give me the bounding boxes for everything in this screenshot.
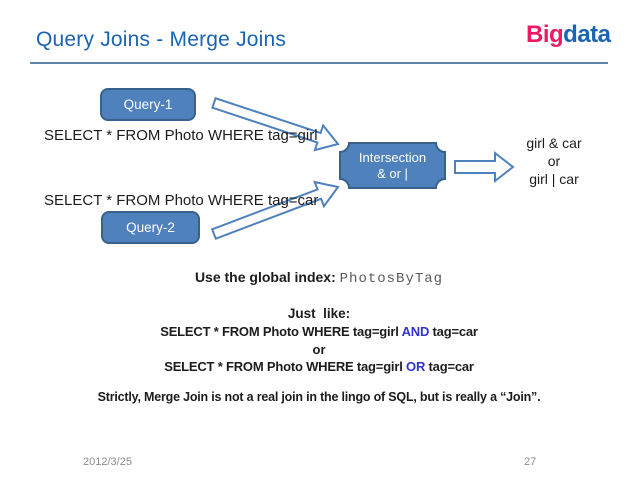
- global-index-label: Use the global index:: [194, 269, 340, 285]
- sql-or-line: SELECT * FROM Photo WHERE tag=girl OR ta…: [0, 359, 638, 374]
- just-like-line: Just like:: [287, 306, 351, 321]
- global-index-code: PhotosByTag: [339, 271, 444, 287]
- select-girl-text: SELECT * FROM Photo WHERE tag=girl: [44, 127, 318, 144]
- query1-label: Query-1: [123, 97, 173, 112]
- sql-or-suffix: tag=car: [425, 359, 474, 374]
- sql-and-line: SELECT * FROM Photo WHERE tag=girl AND t…: [0, 324, 638, 339]
- sql-and-prefix: SELECT * FROM Photo WHERE tag=girl: [160, 324, 402, 339]
- page-title: Query Joins - Merge Joins: [36, 28, 287, 51]
- query2-label: Query-2: [126, 220, 175, 235]
- result-text: girl & car or girl | car: [505, 134, 603, 188]
- note-line: Strictly, Merge Join is not a real join …: [97, 390, 541, 404]
- sql-or-prefix: SELECT * FROM Photo WHERE tag=girl: [164, 359, 407, 374]
- sql-and-keyword: AND: [401, 324, 430, 339]
- result-line3: girl | car: [529, 171, 579, 187]
- brand-logo-part1: Big: [526, 21, 564, 48]
- arrow-query2-to-intersection-icon: [210, 180, 340, 240]
- result-line2: or: [547, 153, 561, 169]
- intersection-label-line1: Intersection: [358, 149, 427, 165]
- footer-page-number: 27: [524, 456, 537, 468]
- select-car-text: SELECT * FROM Photo WHERE tag=car: [44, 192, 319, 209]
- or-separator: or: [312, 342, 326, 357]
- result-line1: girl & car: [526, 135, 582, 151]
- intersection-plaque-shape: [339, 142, 446, 189]
- intersection-box: Intersection & or |: [338, 141, 447, 190]
- query1-box: Query-1: [100, 88, 196, 121]
- query2-box: Query-2: [101, 211, 200, 244]
- title-divider: [30, 62, 608, 64]
- sql-and-suffix: tag=car: [429, 324, 478, 339]
- footer-date: 2012/3/25: [83, 456, 132, 468]
- brand-logo: Bigdata: [526, 21, 611, 49]
- sql-or-keyword: OR: [406, 359, 426, 374]
- intersection-label-line2: & or |: [377, 165, 408, 181]
- global-index-line: Use the global index: PhotosByTag: [0, 269, 638, 287]
- brand-logo-part2: data: [563, 21, 611, 48]
